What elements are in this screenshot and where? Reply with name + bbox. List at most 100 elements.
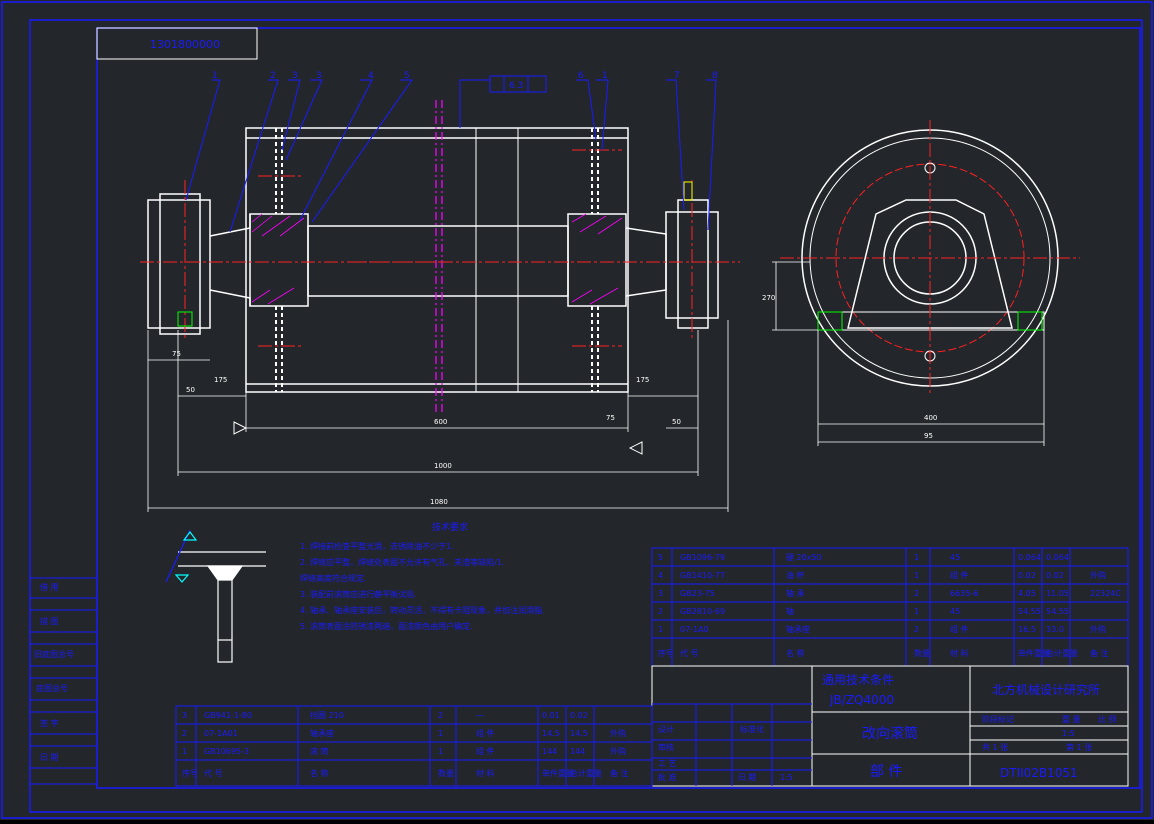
svg-text:1000: 1000 xyxy=(434,462,452,470)
tech-req-item: 2. 焊缝应平整，焊缝处表面不允许有气孔、夹渣等缺陷/1. xyxy=(300,558,505,567)
svg-text:270: 270 xyxy=(762,294,775,302)
table-cell: 22324C xyxy=(1090,589,1121,598)
svg-text:75: 75 xyxy=(606,414,615,422)
title-block-grid-left xyxy=(652,703,812,786)
svg-text:1080: 1080 xyxy=(430,498,448,506)
svg-text:日 期: 日 期 xyxy=(738,773,757,782)
table-cell: 1 xyxy=(914,607,919,616)
svg-text:600: 600 xyxy=(434,418,447,426)
table-cell: 油 杯 xyxy=(786,570,805,580)
table-cell: 3 xyxy=(658,589,663,598)
table-cell: 0.02 xyxy=(570,711,588,720)
table-cell: 14.5 xyxy=(542,729,560,738)
table-cell: 45 xyxy=(950,553,960,562)
table-cell: GB10695-3 xyxy=(204,747,249,756)
table-header-cell: 序号 xyxy=(182,768,198,778)
table-header-cell: 序号 xyxy=(658,648,674,658)
svg-text:工 艺: 工 艺 xyxy=(658,759,677,768)
table-cell: 5 xyxy=(658,553,663,562)
svg-text:1: 1 xyxy=(212,71,218,81)
table-cell: 0.01 xyxy=(542,711,560,720)
table-header-cell: 单件重量 xyxy=(1018,648,1050,658)
svg-text:175: 175 xyxy=(636,376,649,384)
table-cell: 外购 xyxy=(610,728,626,738)
svg-text:3: 3 xyxy=(316,71,322,81)
drawing-code-text: 1301800000 xyxy=(150,38,220,51)
title-kind: 部 件 xyxy=(870,764,902,780)
table-cell: GB941-1-80 xyxy=(204,711,252,720)
svg-text:底图总号: 底图总号 xyxy=(36,683,68,693)
table-cell: 0.02 xyxy=(1046,571,1064,580)
drawing-code-box: 1301800000 xyxy=(96,27,258,60)
table-cell: 1 xyxy=(438,729,443,738)
dimension-values: 600 1000 1080 50 175 175 75 50 75 xyxy=(172,350,681,506)
table-header-cell: 总计重量 xyxy=(570,768,602,778)
table-header-cell: 材 料 xyxy=(950,648,969,658)
table-header-cell: 材 料 xyxy=(476,768,495,778)
leader-labels: 1 2 3 3 4 5 6 1 7 8 6.3 xyxy=(212,71,718,91)
svg-text:1: 1 xyxy=(602,71,608,81)
table-cell: 54.55 xyxy=(1046,607,1069,616)
table-cell: 1 xyxy=(438,747,443,756)
table-cell: 键 20x50 xyxy=(786,552,822,562)
table-cell: 4 xyxy=(658,571,663,580)
svg-text:2: 2 xyxy=(270,71,276,81)
table-cell: 1 xyxy=(658,625,663,634)
tech-req-title: 技术要求 xyxy=(431,523,468,533)
side-stamp-boxes xyxy=(29,577,98,785)
table-cell: 144 xyxy=(542,747,557,756)
svg-text:3: 3 xyxy=(292,71,298,81)
table-cell: 07-1A0 xyxy=(680,625,709,634)
table-header-cell: 名 称 xyxy=(786,648,805,658)
table-header-cell: 代 号 xyxy=(680,648,699,658)
weld-detail xyxy=(165,529,266,663)
tech-req-item: 1. 焊接前检查平整光滑，去锈除油不少于1. xyxy=(300,542,454,551)
svg-text:设计: 设计 xyxy=(658,724,674,734)
table-cell: 1 xyxy=(914,553,919,562)
svg-text:5: 5 xyxy=(404,71,410,81)
svg-text:50: 50 xyxy=(186,386,195,394)
svg-text:7: 7 xyxy=(674,71,680,81)
table-cell: — xyxy=(476,711,484,720)
tech-req-item: 焊缝高度符合规定. xyxy=(300,574,367,583)
table-cell: 轴 xyxy=(786,606,794,616)
svg-text:75: 75 xyxy=(172,350,181,358)
table-cell: GB23-75 xyxy=(680,589,715,598)
svg-text:175: 175 xyxy=(214,376,227,384)
svg-text:6.3: 6.3 xyxy=(509,81,523,91)
tech-req-item: 5. 滚筒表面涂防锈漆两遍，面漆颜色由用户确定. xyxy=(300,622,473,631)
table-header-cell: 总计重量 xyxy=(1046,648,1078,658)
table-header-cell: 数量 xyxy=(438,768,454,778)
table-cell: 45 xyxy=(950,607,960,616)
svg-text:签 字: 签 字 xyxy=(40,718,59,728)
table-cell: 2 xyxy=(438,711,443,720)
svg-text:批 准: 批 准 xyxy=(658,772,677,782)
table-header-cell: 名 称 xyxy=(310,768,329,778)
svg-text:标准化: 标准化 xyxy=(740,724,764,734)
table-cell: 组 件 xyxy=(476,746,495,756)
table-header-cell: 备 注 xyxy=(1090,648,1109,658)
tech-requirements: 技术要求 1. 焊接前检查平整光滑，去锈除油不少于1. 2. 焊缝应平整，焊缝处… xyxy=(300,520,600,635)
svg-text:1:5: 1:5 xyxy=(780,773,793,782)
table-cell: 0.064 xyxy=(1046,553,1069,562)
table-cell: 07-1A01 xyxy=(204,729,238,738)
table-header-cell: 备 注 xyxy=(610,768,629,778)
parts-table-left xyxy=(175,705,653,787)
table-header-cell: 代 号 xyxy=(204,768,223,778)
title-model: JB/ZQ4000 xyxy=(829,693,894,707)
table-cell: 6635-6 xyxy=(950,589,978,598)
table-cell: 滚 筒 xyxy=(310,746,329,756)
svg-text:4: 4 xyxy=(368,71,374,81)
svg-text:400: 400 xyxy=(924,414,937,422)
table-cell: 2 xyxy=(914,625,919,634)
title-drawing-no: DTII02B1051 xyxy=(1000,766,1078,780)
svg-text:旧底图总号: 旧底图总号 xyxy=(34,649,74,659)
table-cell: 外购 xyxy=(610,746,626,756)
tech-req-item: 4. 轴承、轴承座安装后，转动灵活，不得有卡阻现象，并加注润滑脂. xyxy=(300,606,545,615)
title-block xyxy=(651,665,1129,787)
svg-text:1:5: 1:5 xyxy=(1062,729,1075,738)
